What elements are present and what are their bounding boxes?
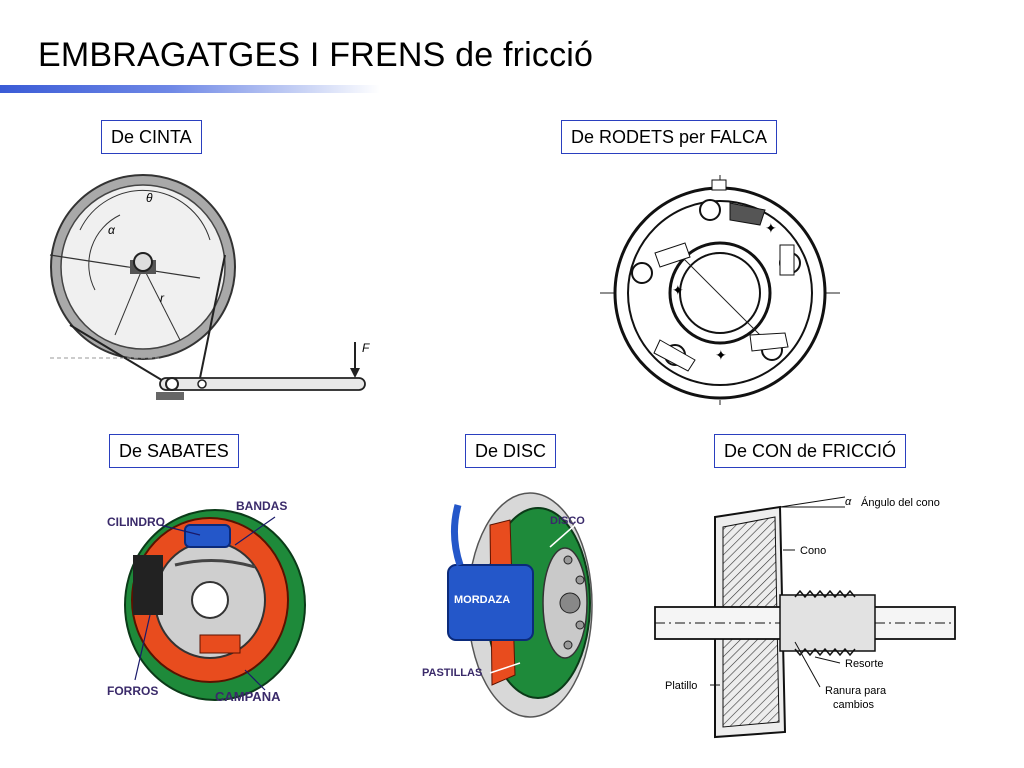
ranura-label-1: Ranura para — [825, 685, 887, 697]
inner-ring — [627, 200, 813, 386]
cilindro-label: CILINDRO — [107, 515, 165, 529]
bandas-label: BANDAS — [236, 499, 287, 513]
angulo-label: Ángulo del cono — [861, 496, 940, 509]
stud-4 — [563, 640, 573, 650]
wedge-bottom-left — [653, 339, 696, 372]
theta-arc — [79, 189, 211, 241]
star-mark-bottom: ✦ — [715, 347, 727, 363]
roller-2 — [631, 262, 653, 284]
wedge-bottom-right — [749, 332, 789, 352]
drum-brake-diagram: CILINDRO BANDAS FORROS CAMPANA — [107, 499, 306, 704]
lever — [159, 377, 366, 391]
stud-2 — [575, 575, 585, 585]
reference-line — [49, 254, 201, 279]
roller-clutch-diagram: ✦ ✦ ✦ — [600, 175, 840, 405]
mordaza-label: MORDAZA — [454, 594, 510, 606]
resorte-leader — [814, 656, 841, 664]
diagonal-line — [679, 254, 761, 336]
radius-line — [142, 266, 181, 341]
adjuster — [199, 634, 241, 654]
pastillas-leader — [489, 662, 521, 674]
label-sabates: De SABATES — [109, 434, 239, 468]
disco-label: DISCO — [550, 515, 585, 527]
platillo-label: Platillo — [665, 680, 697, 692]
cono-label: Cono — [800, 545, 826, 557]
forros-leader — [134, 614, 151, 681]
hub-hole — [191, 581, 229, 619]
top-key — [711, 179, 727, 191]
angle-line-1 — [779, 496, 846, 508]
resorte-spring-bottom — [794, 647, 856, 657]
campana-leader — [244, 669, 266, 691]
r-label: r — [160, 291, 165, 305]
cone-alpha-label: α — [845, 496, 852, 508]
sliding-hub — [779, 594, 876, 652]
hub-nut — [559, 592, 581, 614]
cone-clutch-diagram: α Ángulo del cono Cono Resorte Platillo … — [654, 496, 956, 739]
wheel-cylinder — [184, 524, 231, 548]
wedge-right — [779, 244, 795, 276]
band-pin — [197, 379, 207, 389]
forros-label: FORROS — [107, 684, 158, 698]
ranura-label-2: cambios — [833, 699, 874, 711]
force-label: F — [362, 341, 370, 355]
radius-line-2 — [114, 266, 144, 336]
theta-label: θ — [146, 191, 153, 205]
cilindro-leader — [159, 524, 201, 536]
resorte-spring-top — [794, 589, 856, 599]
mordaza-caliper — [447, 564, 534, 641]
slide-title: EMBRAGATGES I FRENS de fricció — [38, 36, 594, 74]
ranura-leader — [794, 641, 821, 688]
label-rodets: De RODETS per FALCA — [561, 120, 778, 154]
star-mark-right: ✦ — [765, 220, 777, 236]
band-brake-diagram: θ α r F — [49, 174, 370, 400]
lever-pivot — [165, 377, 179, 391]
hub — [133, 252, 153, 272]
stud-3 — [575, 620, 585, 630]
stud-1 — [563, 555, 573, 565]
label-cinta: De CINTA — [101, 120, 202, 154]
label-disc: De DISC — [465, 434, 557, 468]
spring-top — [729, 202, 766, 226]
ground-support — [156, 392, 184, 400]
hub-bore — [679, 252, 761, 334]
title-underline — [0, 85, 380, 93]
wedge-left — [654, 242, 691, 268]
pastillas-label: PASTILLAS — [422, 667, 482, 679]
resorte-label: Resorte — [845, 658, 884, 670]
disc-brake-diagram: DISCO MORDAZA PASTILLAS — [422, 492, 593, 718]
bandas-leader — [234, 516, 276, 546]
force-arrowhead — [350, 368, 360, 378]
star-mark-left: ✦ — [672, 282, 684, 298]
campana-label: CAMPANA — [215, 689, 281, 704]
return-spring — [174, 559, 256, 569]
roller-1 — [699, 199, 721, 221]
alpha-arc — [88, 214, 121, 291]
band-slack-side — [69, 324, 171, 386]
alpha-label: α — [108, 223, 116, 237]
label-con: De CON de FRICCIÓ — [714, 434, 907, 468]
forro-lining — [133, 555, 163, 615]
brake-hose — [451, 504, 464, 567]
disco-leader — [549, 524, 576, 548]
band-tight-side — [199, 254, 226, 379]
